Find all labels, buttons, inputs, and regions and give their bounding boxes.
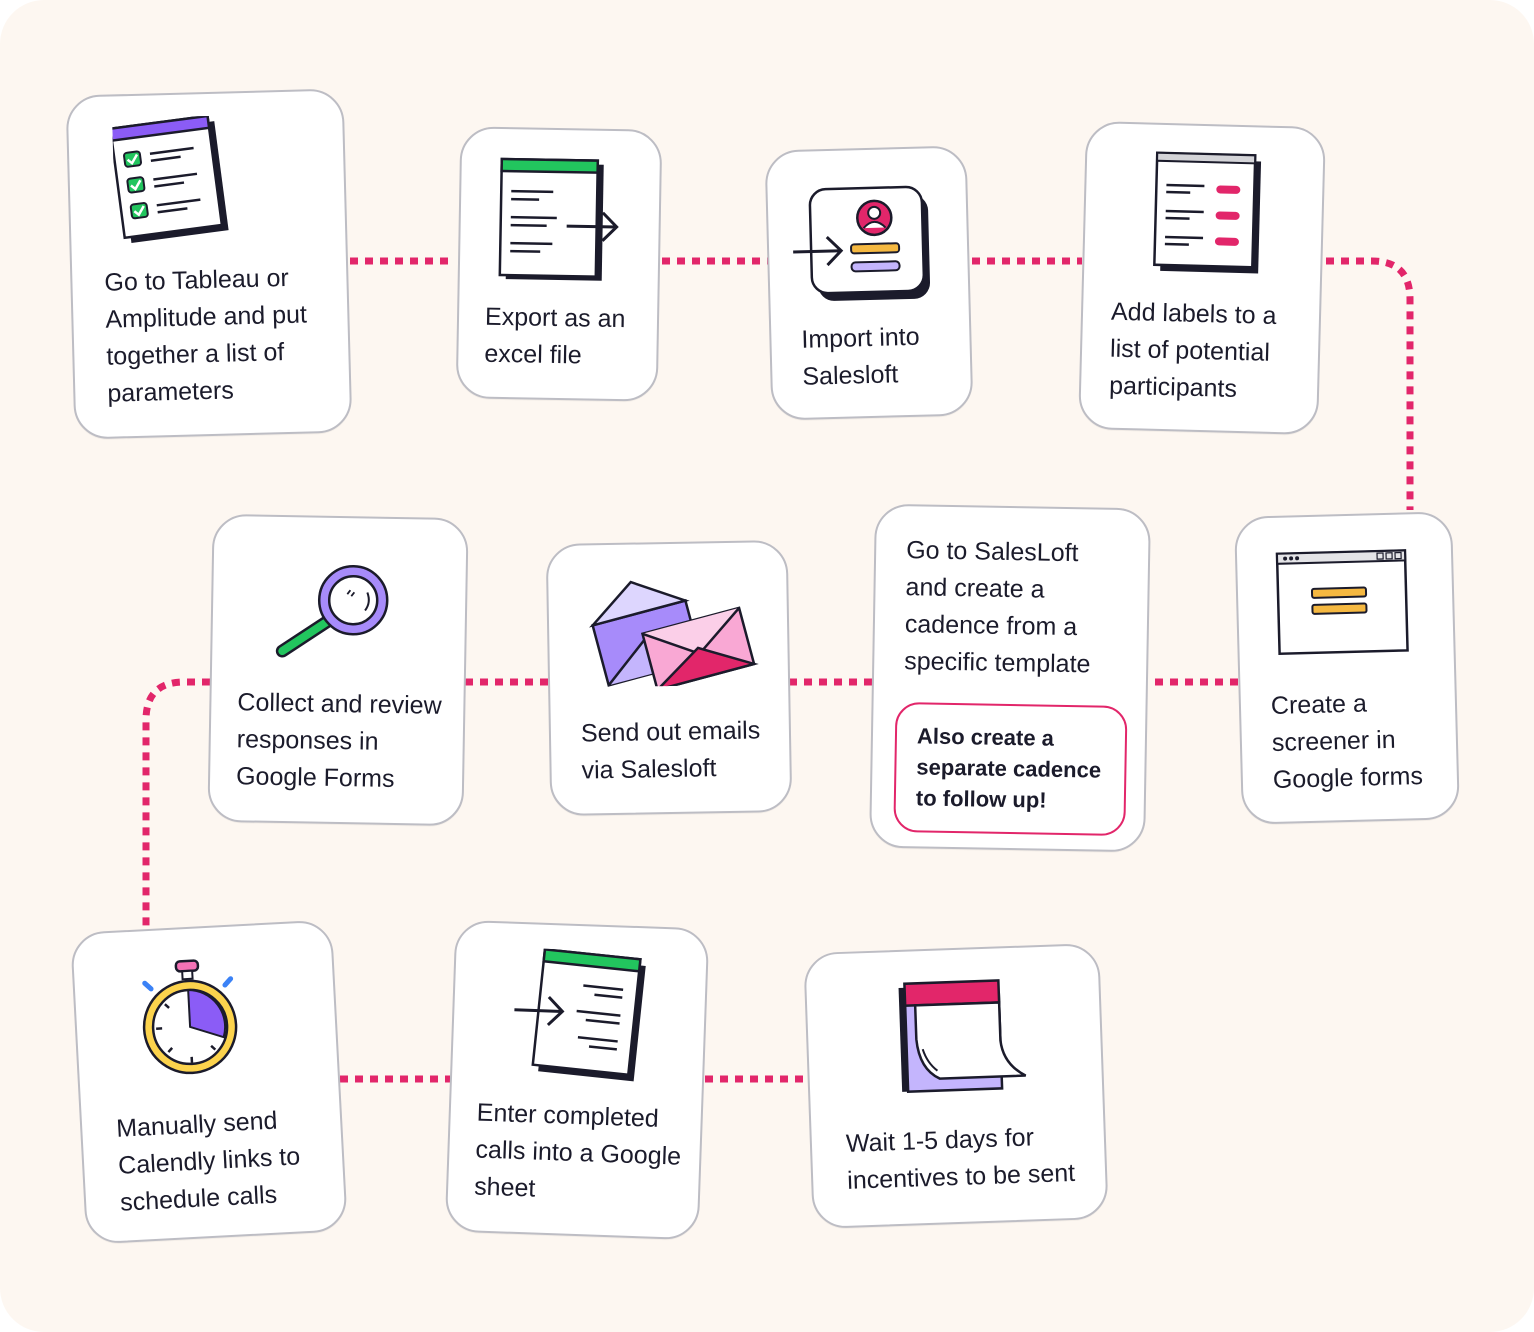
stopwatch-icon bbox=[142, 959, 238, 1075]
follow-up-note-text: Also create a separate cadence to follow… bbox=[915, 723, 1102, 813]
follow-up-note: Also create a separate cadence to follow… bbox=[893, 702, 1128, 837]
import-sheet-icon bbox=[514, 947, 646, 1082]
magnifier-icon bbox=[275, 565, 389, 658]
step-card-1: Go to Tableau or Amplitude and put toget… bbox=[65, 88, 353, 440]
export-sheet-icon bbox=[498, 157, 619, 281]
step-label-1: Go to Tableau or Amplitude and put toget… bbox=[104, 263, 308, 408]
step-card-7: Send out emails via Salesloft bbox=[545, 539, 793, 817]
step-label-9: Manually send Calendly links to schedule… bbox=[115, 1106, 301, 1217]
step-label-11: Wait 1-5 days for incentives to be sent bbox=[845, 1123, 1076, 1195]
step-label-10: Enter completed calls into a Google shee… bbox=[473, 1098, 682, 1203]
step-label-3: Import into Salesloft bbox=[801, 322, 920, 391]
step-label-7: Send out emails via Salesloft bbox=[580, 716, 761, 785]
step-card-4: Add labels to a list of potential partic… bbox=[1078, 120, 1326, 436]
calendar-page-icon bbox=[898, 979, 1027, 1093]
connector-8-9 bbox=[142, 678, 210, 930]
connector-4-5 bbox=[1326, 257, 1414, 510]
step-card-3: Import into Salesloft bbox=[764, 145, 974, 421]
checklist-icon bbox=[112, 115, 229, 243]
browser-form-icon bbox=[1275, 549, 1409, 656]
step-card-10: Enter completed calls into a Google shee… bbox=[444, 919, 710, 1241]
step-card-8: Collect and review responses in Google F… bbox=[207, 513, 469, 827]
step-card-11: Wait 1-5 days for incentives to be sent bbox=[803, 942, 1109, 1230]
step-label-2: Export as an excel file bbox=[484, 302, 626, 370]
labeled-list-icon bbox=[1153, 151, 1262, 274]
step-card-6: Go to SalesLoft and create a cadence fro… bbox=[869, 503, 1151, 853]
import-login-icon bbox=[793, 185, 931, 301]
envelopes-icon bbox=[588, 580, 759, 688]
step-label-4: Add labels to a list of potential partic… bbox=[1108, 297, 1277, 403]
step-card-2: Export as an excel file bbox=[455, 126, 663, 402]
step-label-6: Go to SalesLoft and create a cadence fro… bbox=[904, 536, 1091, 679]
step-label-8: Collect and review responses in Google F… bbox=[235, 688, 442, 794]
step-card-5: Create a screener in Google forms bbox=[1234, 511, 1460, 825]
step-card-9: Manually send Calendly links to schedule… bbox=[70, 919, 348, 1245]
step-label-5: Create a screener in Google forms bbox=[1270, 689, 1424, 794]
